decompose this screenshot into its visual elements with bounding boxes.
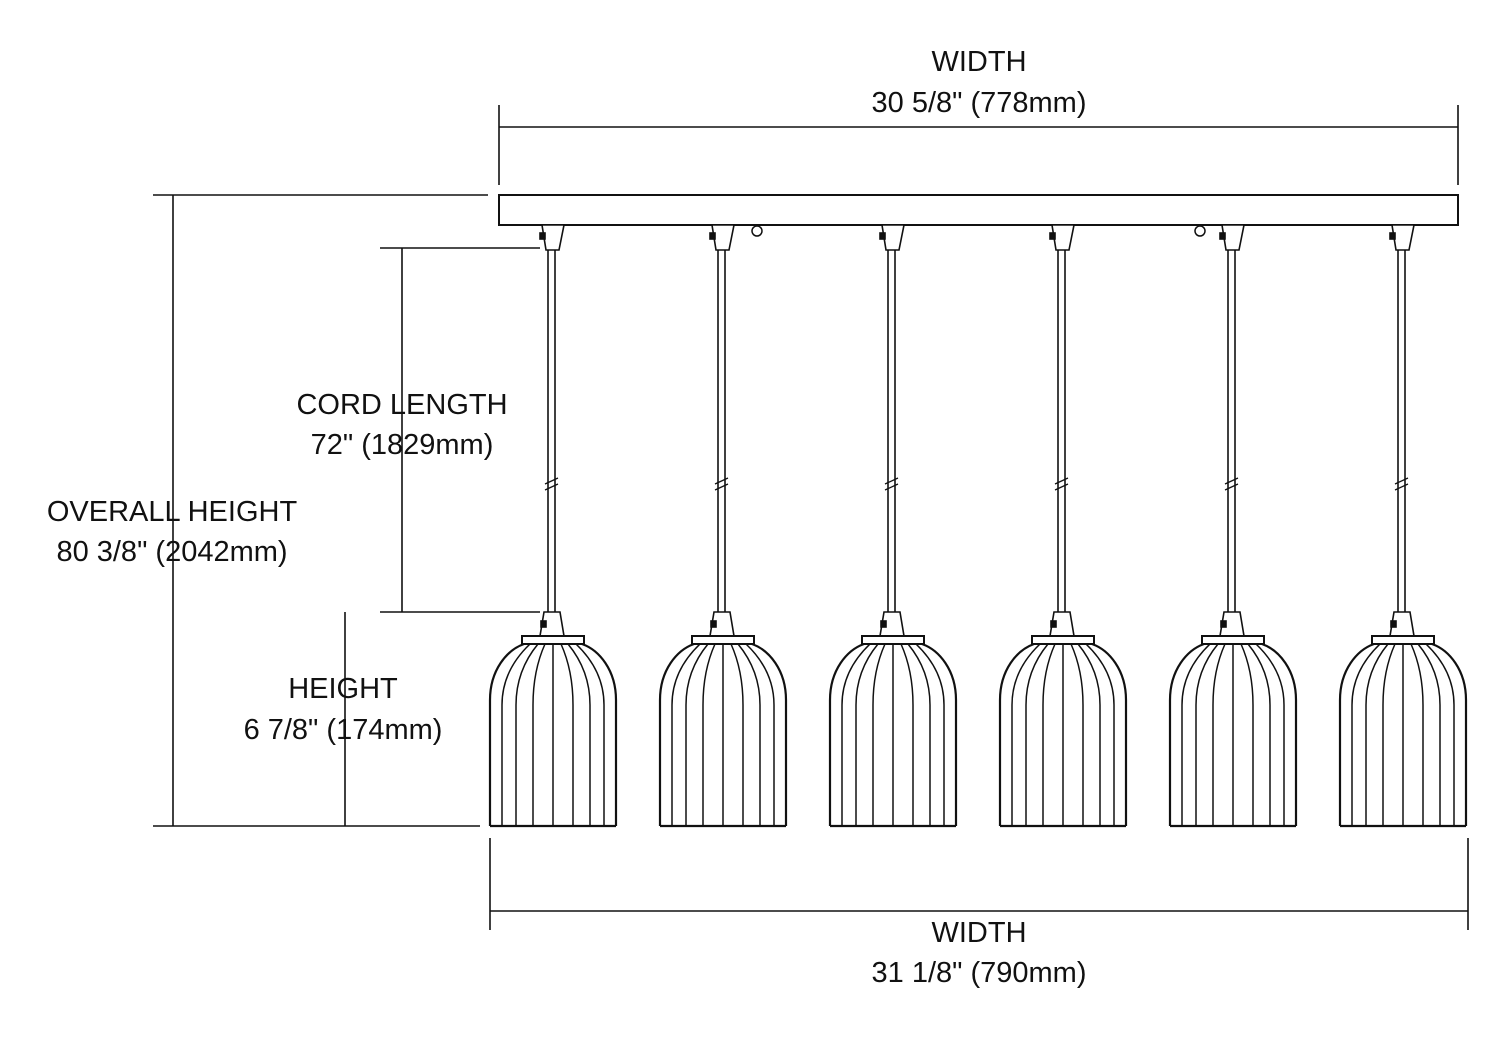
set-screw [1220, 620, 1227, 628]
pendant [998, 224, 1128, 828]
set-screw [879, 232, 886, 240]
shade-rib [1410, 643, 1424, 826]
cord [717, 250, 726, 612]
shade-rib [1025, 643, 1049, 826]
set-screw [710, 620, 717, 628]
cord-break-mark [714, 477, 729, 491]
shade-rib [1212, 643, 1226, 826]
set-screw [1389, 232, 1396, 240]
cord-break-mark [884, 477, 899, 491]
canopy [498, 194, 1459, 226]
shade-rib [907, 643, 931, 826]
canopy-socket [881, 224, 905, 251]
shade-rib [1195, 643, 1219, 826]
cord [1057, 250, 1066, 612]
shade-collar [1031, 635, 1095, 645]
shade-rib [1181, 643, 1211, 826]
shade-collar [1201, 635, 1265, 645]
overall-height-value: 80 3/8" (2042mm) [56, 536, 288, 568]
shade-rib [515, 643, 539, 826]
canopy-socket [541, 224, 565, 251]
shade-rib [1351, 643, 1381, 826]
set-screw [1049, 232, 1056, 240]
cord [1227, 250, 1236, 612]
cord [547, 250, 556, 612]
pendant [488, 224, 618, 828]
shade-rib [1011, 643, 1041, 826]
shade-collar [691, 635, 755, 645]
shade-collar [1371, 635, 1435, 645]
canopy-socket [1221, 224, 1245, 251]
set-screw [540, 620, 547, 628]
shade-rib [1255, 643, 1285, 826]
shade-height-value: 6 7/8" (174mm) [243, 714, 443, 746]
set-screw [539, 232, 546, 240]
pendant [1168, 224, 1298, 828]
shade-rib [1365, 643, 1389, 826]
canopy-screw-knob [751, 225, 763, 237]
shade-collar [521, 635, 585, 645]
shade-rib [1240, 643, 1254, 826]
shade-rib [1382, 643, 1396, 826]
shade-rib [1085, 643, 1115, 826]
shade-rib [560, 643, 574, 826]
cord-break-mark [1394, 477, 1409, 491]
shade-rib [1417, 643, 1441, 826]
canopy-socket [1051, 224, 1075, 251]
shade-rib [855, 643, 879, 826]
shade-rib [671, 643, 701, 826]
shade-rib [702, 643, 716, 826]
canopy-screw-knob [1194, 225, 1206, 237]
shade-rib [841, 643, 871, 826]
shade-rib [501, 643, 531, 826]
pendant [658, 224, 788, 828]
shade-rib [730, 643, 744, 826]
shade-rib [567, 643, 591, 826]
set-screw [1390, 620, 1397, 628]
cord [1397, 250, 1406, 612]
cord-length-value: 72" (1829mm) [310, 429, 494, 461]
canopy-socket [711, 224, 735, 251]
shade-rib [1425, 643, 1455, 826]
shade-rib [1247, 643, 1271, 826]
cord-break-mark [1054, 477, 1069, 491]
cord-length-label: CORD LENGTH [296, 389, 508, 421]
canopy-socket [1391, 224, 1415, 251]
bottom-width-value: 31 1/8" (790mm) [871, 957, 1087, 989]
set-screw [880, 620, 887, 628]
pendant [828, 224, 958, 828]
set-screw [1050, 620, 1057, 628]
shade-rib [872, 643, 886, 826]
shade-rib [575, 643, 605, 826]
overall-height-label: OVERALL HEIGHT [46, 496, 298, 528]
shade-rib [915, 643, 945, 826]
shade-rib [737, 643, 761, 826]
cord [887, 250, 896, 612]
shade-height-label: HEIGHT [288, 673, 398, 705]
bottom-width-label: WIDTH [931, 917, 1027, 949]
shade-collar [861, 635, 925, 645]
shade-rib [745, 643, 775, 826]
top-width-label: WIDTH [931, 46, 1027, 78]
shade-rib [900, 643, 914, 826]
pendant [1338, 224, 1468, 828]
cord-break-mark [1224, 477, 1239, 491]
cord-break-mark [544, 477, 559, 491]
set-screw [709, 232, 716, 240]
shade-rib [1070, 643, 1084, 826]
shade-rib [1077, 643, 1101, 826]
shade-rib [532, 643, 546, 826]
top-width-value: 30 5/8" (778mm) [871, 87, 1087, 119]
set-screw [1219, 232, 1226, 240]
shade-rib [1042, 643, 1056, 826]
shade-rib [685, 643, 709, 826]
